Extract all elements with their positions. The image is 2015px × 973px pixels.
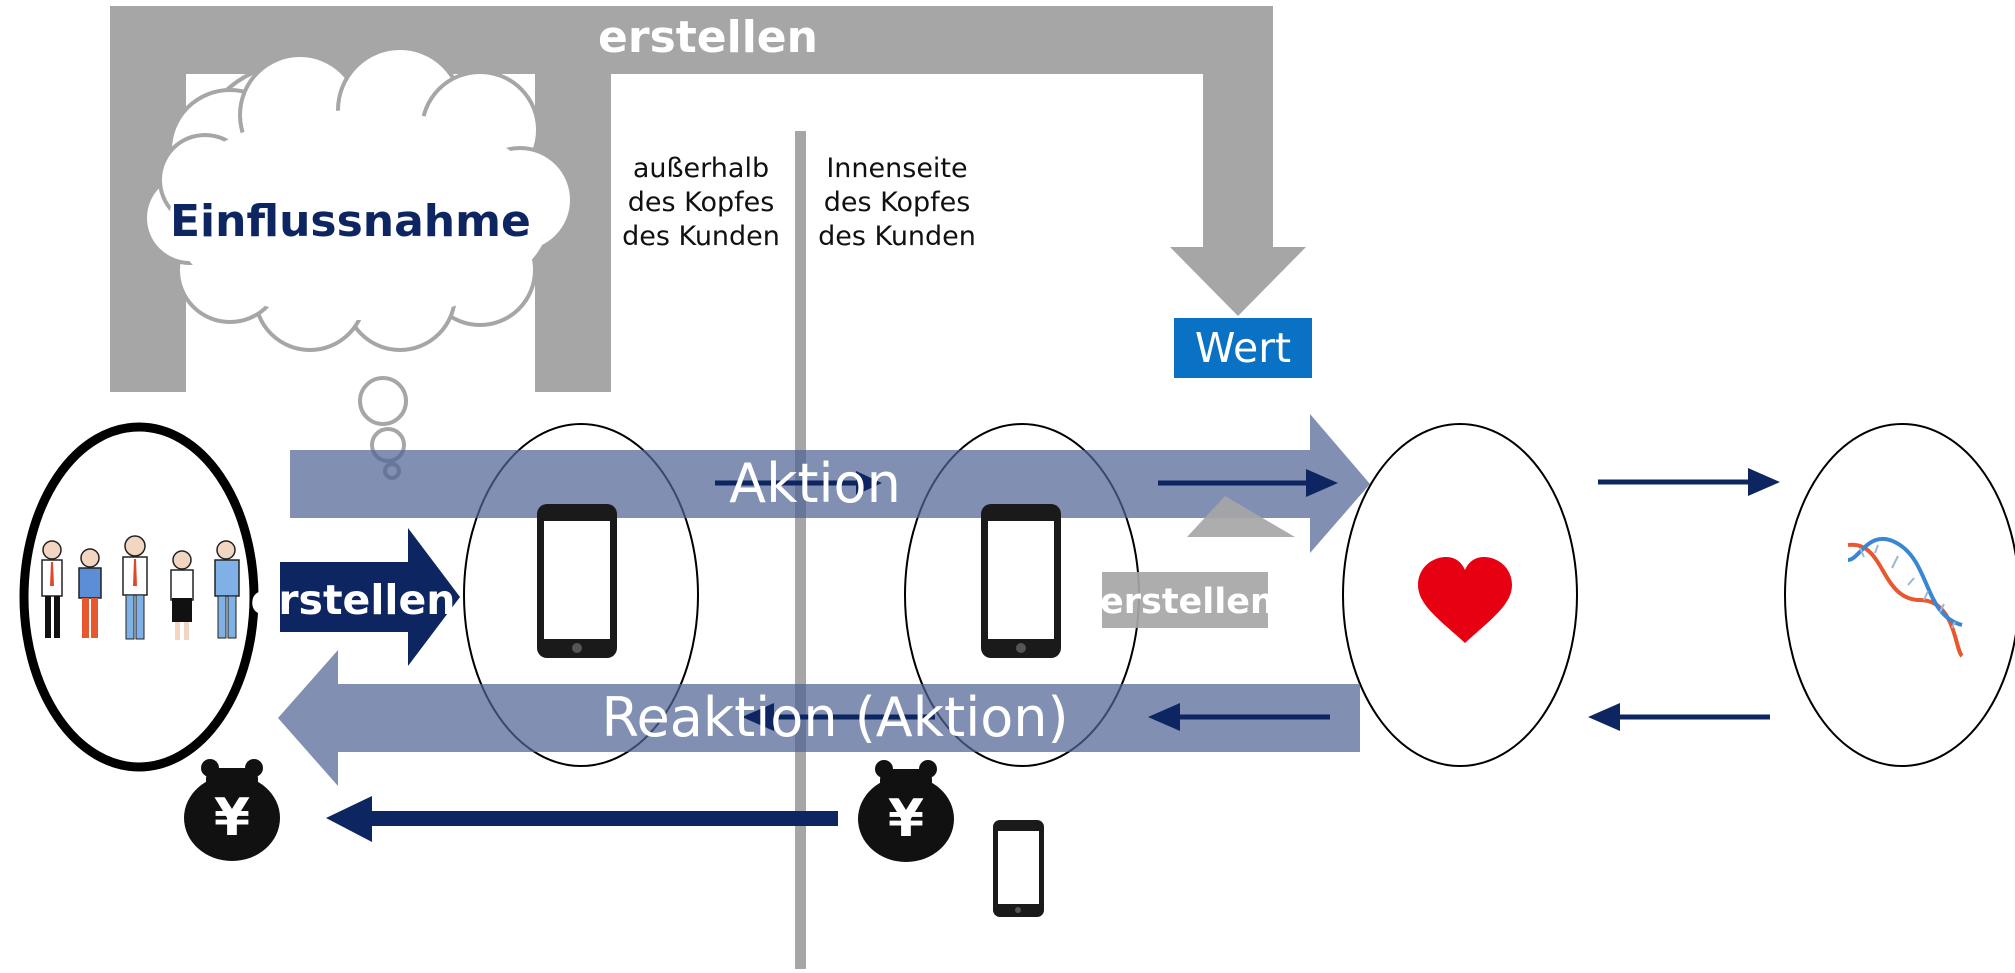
action-label: Aktion <box>729 452 901 515</box>
phone-outside-node <box>463 423 699 767</box>
flow-arrows <box>715 468 1780 731</box>
phone-icon <box>981 504 1061 658</box>
phone-icon <box>537 504 617 658</box>
team-icon <box>41 535 240 640</box>
dna-node <box>1784 423 2015 767</box>
reaction-label: Reaktion (Aktion) <box>601 686 1069 749</box>
create-right-label: erstellen <box>1100 582 1275 622</box>
top-create-label: erstellen <box>598 12 818 63</box>
yen-symbol: ¥ <box>213 788 251 848</box>
create-right-arrow <box>1102 496 1295 628</box>
outside-head-label: außerhalb des Kopfes des Kunden <box>622 153 780 252</box>
create-left-arrow <box>280 528 460 666</box>
money-bag-icon <box>184 759 280 861</box>
head-boundary-line <box>795 131 806 969</box>
value-box: Wert <box>1174 318 1312 378</box>
yen-symbol: ¥ <box>887 789 925 849</box>
dna-icon <box>1847 536 1964 658</box>
money-bag-icon <box>858 760 954 862</box>
phone-icon <box>993 820 1044 917</box>
thought-label: Einflussnahme <box>170 196 531 247</box>
inside-head-label: Innenseite des Kopfes des Kunden <box>818 153 976 252</box>
heart-node <box>1342 423 1578 767</box>
create-left-label: erstellen <box>250 576 456 624</box>
heart-icon <box>1418 557 1512 643</box>
payment-arrow <box>326 796 838 842</box>
thought-cloud <box>143 46 574 480</box>
